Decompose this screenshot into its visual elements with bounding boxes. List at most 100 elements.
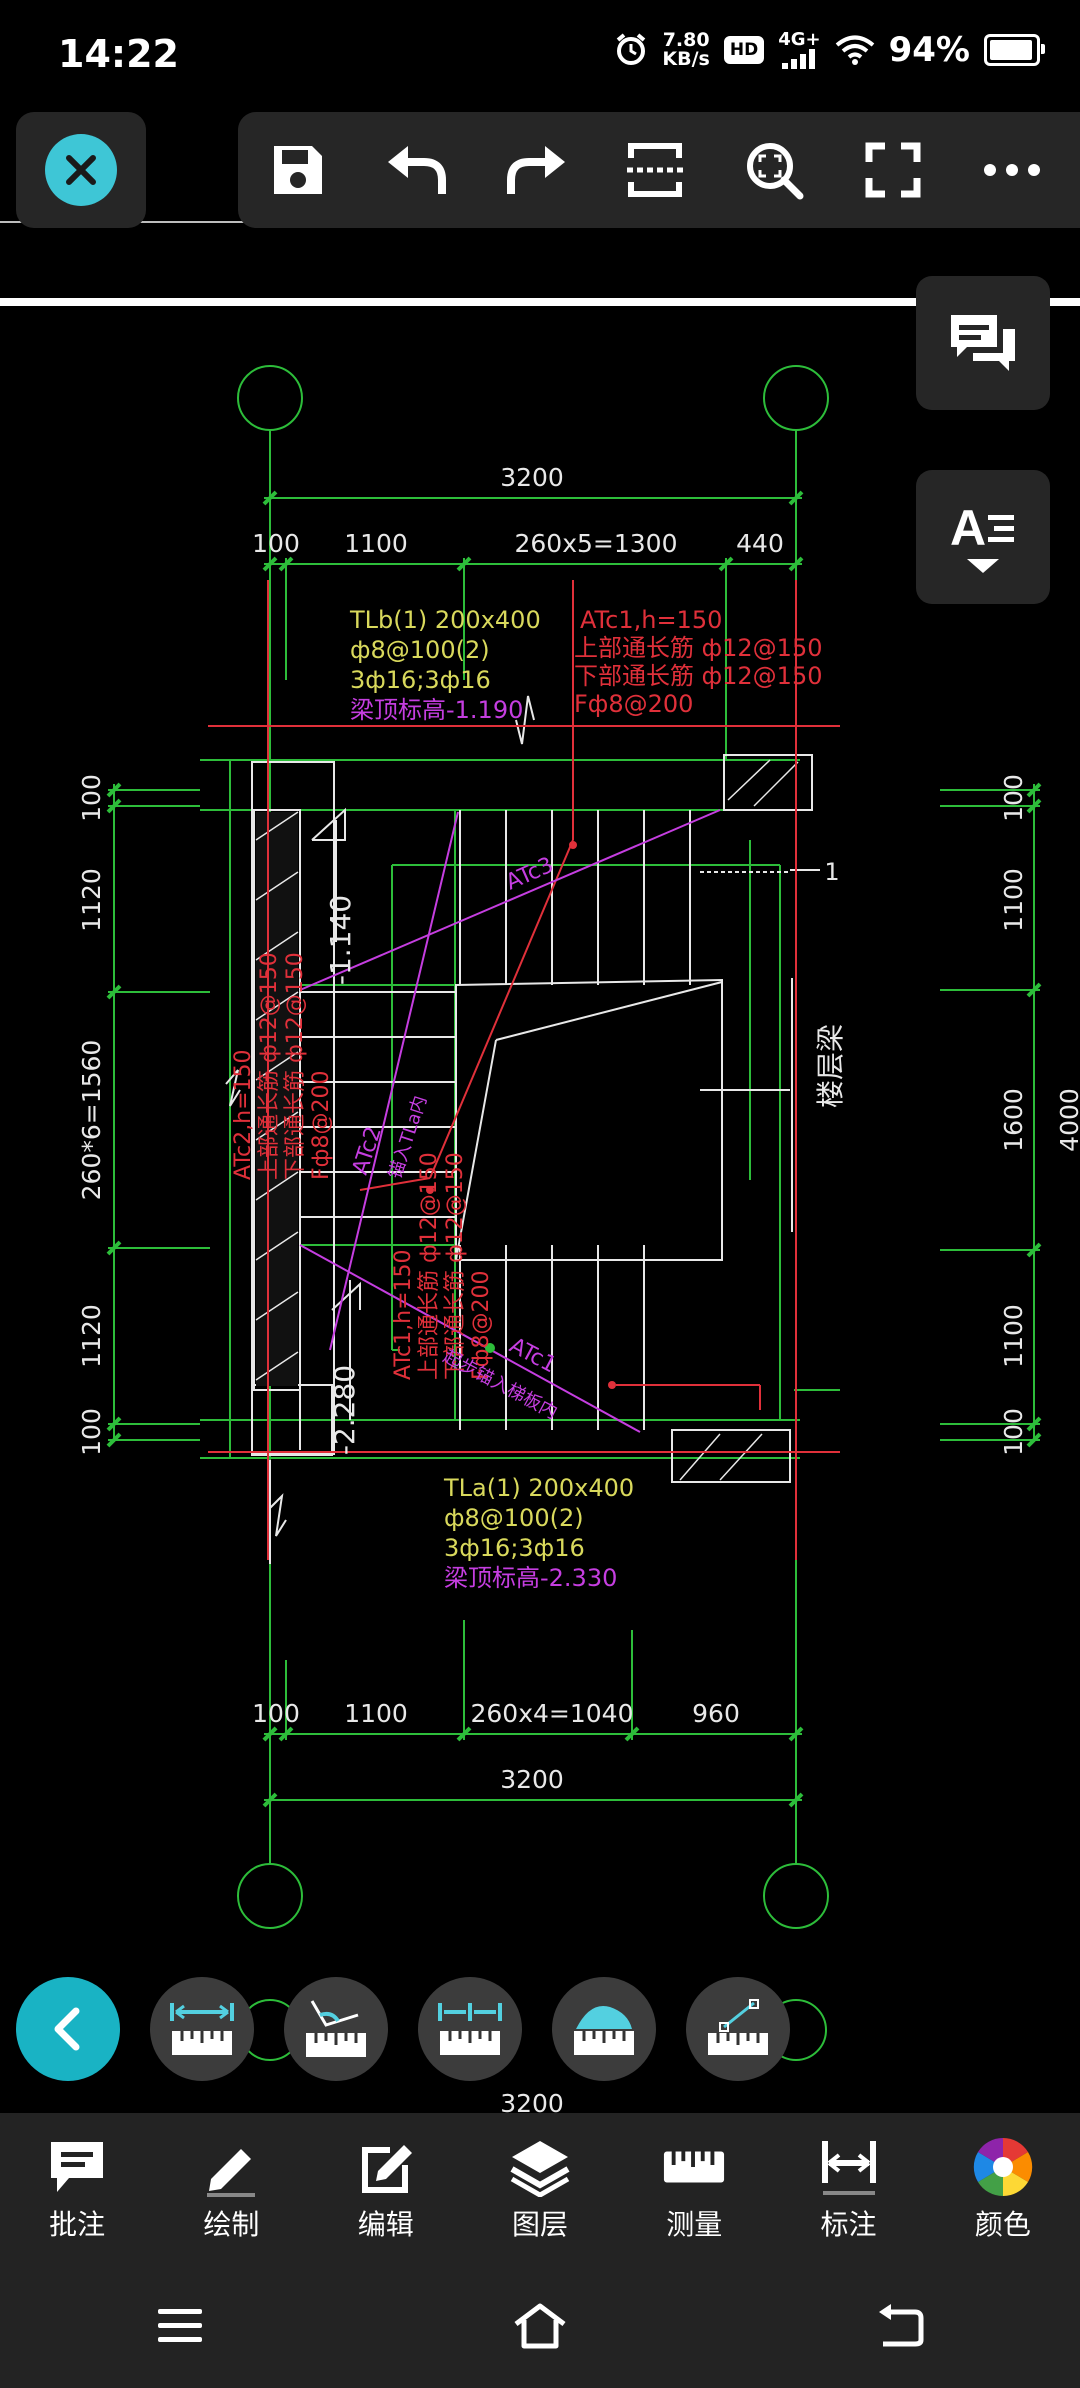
measure-back-button[interactable] [16, 1977, 120, 2081]
dim-bottom-seg2: 1100 [344, 1699, 408, 1728]
fullscreen-button[interactable] [848, 125, 938, 215]
atc1-right-line4: Fф8@200 [469, 1271, 494, 1380]
dim-top-seg2: 1100 [344, 529, 408, 558]
atc1-top-line3: 下部通长筋 ф12@150 [574, 662, 823, 690]
slab-arrows [299, 809, 721, 1433]
chevron-left-icon [54, 2007, 80, 2051]
measure-angle-button[interactable] [284, 1977, 388, 2081]
save-icon [273, 146, 322, 194]
network-type: 4G+ [778, 29, 821, 50]
tab-edit[interactable]: 编辑 [309, 2113, 463, 2263]
atc1-right-annotation: ATc1,h=150 上部通长筋 ф12@150 下部通长筋 ф12@150 F… [391, 1152, 494, 1380]
wifi-icon [835, 35, 874, 65]
more-icon [984, 164, 1041, 176]
dim-top-total: 3200 [500, 463, 564, 492]
text-style-button[interactable]: A [916, 470, 1050, 604]
tab-layers-label: 图层 [511, 2208, 568, 2241]
tab-draw-label: 绘制 [203, 2208, 260, 2241]
text-lines-icon [988, 515, 1015, 542]
signal-bars-icon [782, 49, 816, 69]
dim-left-e: 100 [77, 1408, 106, 1456]
tla-line3: 3ф16;3ф16 [444, 1534, 585, 1562]
dim-left-d: 1120 [77, 1304, 106, 1368]
axis-bubble [237, 1863, 303, 1929]
viewport-button[interactable] [610, 125, 700, 215]
status-bar: 14:22 7.80 KB/s HD 4G+ 94% [0, 0, 1080, 110]
top-toolbar [238, 112, 1080, 228]
measure-continuous-button[interactable] [418, 1977, 522, 2081]
caret-down-icon [967, 559, 999, 573]
zoom-icon [747, 143, 804, 200]
undo-icon [387, 146, 446, 194]
atc1-top-line1: ATc1,h=150 [580, 606, 722, 634]
dim-right-e: 100 [999, 1408, 1028, 1456]
layers-icon [508, 2135, 572, 2199]
tab-comment[interactable]: 批注 [0, 2113, 154, 2263]
dim-right-d: 1100 [999, 1304, 1028, 1368]
floor-beam-label: 楼层梁 [814, 1024, 847, 1108]
dim-bottom-seg4: 960 [692, 1699, 740, 1728]
redo-button[interactable] [491, 125, 581, 215]
measure-area-button[interactable] [552, 1977, 656, 2081]
atc2-line2: 上部通长筋 ф12@150 [257, 952, 282, 1180]
tla-line4: 梁顶标高-2.330 [444, 1564, 617, 1592]
edit-icon [354, 2135, 418, 2199]
atc2-line4: Fф8@200 [309, 1071, 334, 1180]
bottom-tab-bar: 批注 绘制 编辑 图层 测量 标注 [0, 2113, 1080, 2263]
nav-back-button[interactable] [840, 2286, 960, 2366]
status-time: 14:22 [58, 32, 179, 76]
net-speed-value: 7.80 [662, 29, 710, 51]
atc2-line1: ATc2,h=150 [231, 1050, 256, 1181]
tab-color-label: 颜色 [974, 2208, 1031, 2241]
atc1-top-annotation: ATc1,h=150 上部通长筋 ф12@150 下部通长筋 ф12@150 F… [574, 606, 823, 718]
tab-dimension[interactable]: 标注 [771, 2113, 925, 2263]
angle-measure-icon [306, 2000, 366, 2057]
dim-top-seg1: 100 [252, 529, 300, 558]
tlb-line4: 梁顶标高-1.190 [350, 696, 523, 724]
save-button[interactable] [253, 125, 343, 215]
center-lines [208, 580, 840, 1560]
status-icons: 7.80 KB/s HD 4G+ 94% [614, 29, 1045, 70]
dim-left-a: 100 [77, 774, 106, 822]
axis-bubble [763, 365, 829, 431]
coordinate-measure-icon [708, 1999, 768, 2055]
measure-linear-button[interactable] [150, 1977, 254, 2081]
alarm-icon [617, 33, 646, 65]
undo-button[interactable] [372, 125, 462, 215]
atc1-top-line2: 上部通长筋 ф12@150 [574, 634, 823, 662]
comments-button[interactable] [916, 276, 1050, 410]
tab-draw[interactable]: 绘制 [154, 2113, 308, 2263]
dim-bottom-total: 3200 [500, 1765, 564, 1794]
close-button[interactable] [16, 112, 146, 228]
cad-drawing-canvas[interactable]: 3200 100 1100 260x5=1300 440 100 1100 26… [0, 200, 1080, 2115]
dim-right-a: 100 [999, 774, 1028, 822]
atc2-label: ATc2 [348, 1123, 387, 1177]
comments-icon [951, 315, 1015, 371]
measure-coordinate-button[interactable] [686, 1977, 790, 2081]
nav-home-button[interactable] [480, 2286, 600, 2366]
text-style-label: A [949, 500, 987, 556]
zoom-extents-button[interactable] [729, 125, 819, 215]
tab-measure-label: 测量 [666, 2208, 723, 2241]
back-icon [879, 2303, 924, 2346]
tab-dimension-label: 标注 [820, 2208, 877, 2241]
tla-annotation: TLa(1) 200x400 ф8@100(2) 3ф16;3ф16 梁顶标高-… [443, 1474, 634, 1592]
continuous-measure-icon [438, 2003, 502, 2055]
dim-bottom-seg3: 260x4=1040 [471, 1699, 634, 1728]
elev-upper: -1.140 [324, 895, 357, 985]
dim-top-seg3: 260x5=1300 [515, 529, 678, 558]
net-speed: 7.80 KB/s [662, 31, 709, 69]
more-button[interactable] [967, 125, 1057, 215]
tlb-annotation: TLb(1) 200x400 ф8@100(2) 3ф16;3ф16 梁顶标高-… [349, 606, 541, 724]
tab-measure[interactable]: 测量 [617, 2113, 771, 2263]
atc1-top-line4: Fф8@200 [574, 690, 693, 718]
dimension-icon [817, 2135, 881, 2199]
atc1-right-line1: ATc1,h=150 [391, 1250, 416, 1381]
tla-line2: ф8@100(2) [444, 1504, 584, 1532]
tab-color[interactable]: 颜色 [926, 2113, 1080, 2263]
tlb-line2: ф8@100(2) [350, 636, 490, 664]
atc1-right-line2: 上部通长筋 ф12@150 [417, 1152, 442, 1380]
tab-layers[interactable]: 图层 [463, 2113, 617, 2263]
ruler-icon [662, 2135, 726, 2199]
nav-menu-button[interactable] [120, 2286, 240, 2366]
